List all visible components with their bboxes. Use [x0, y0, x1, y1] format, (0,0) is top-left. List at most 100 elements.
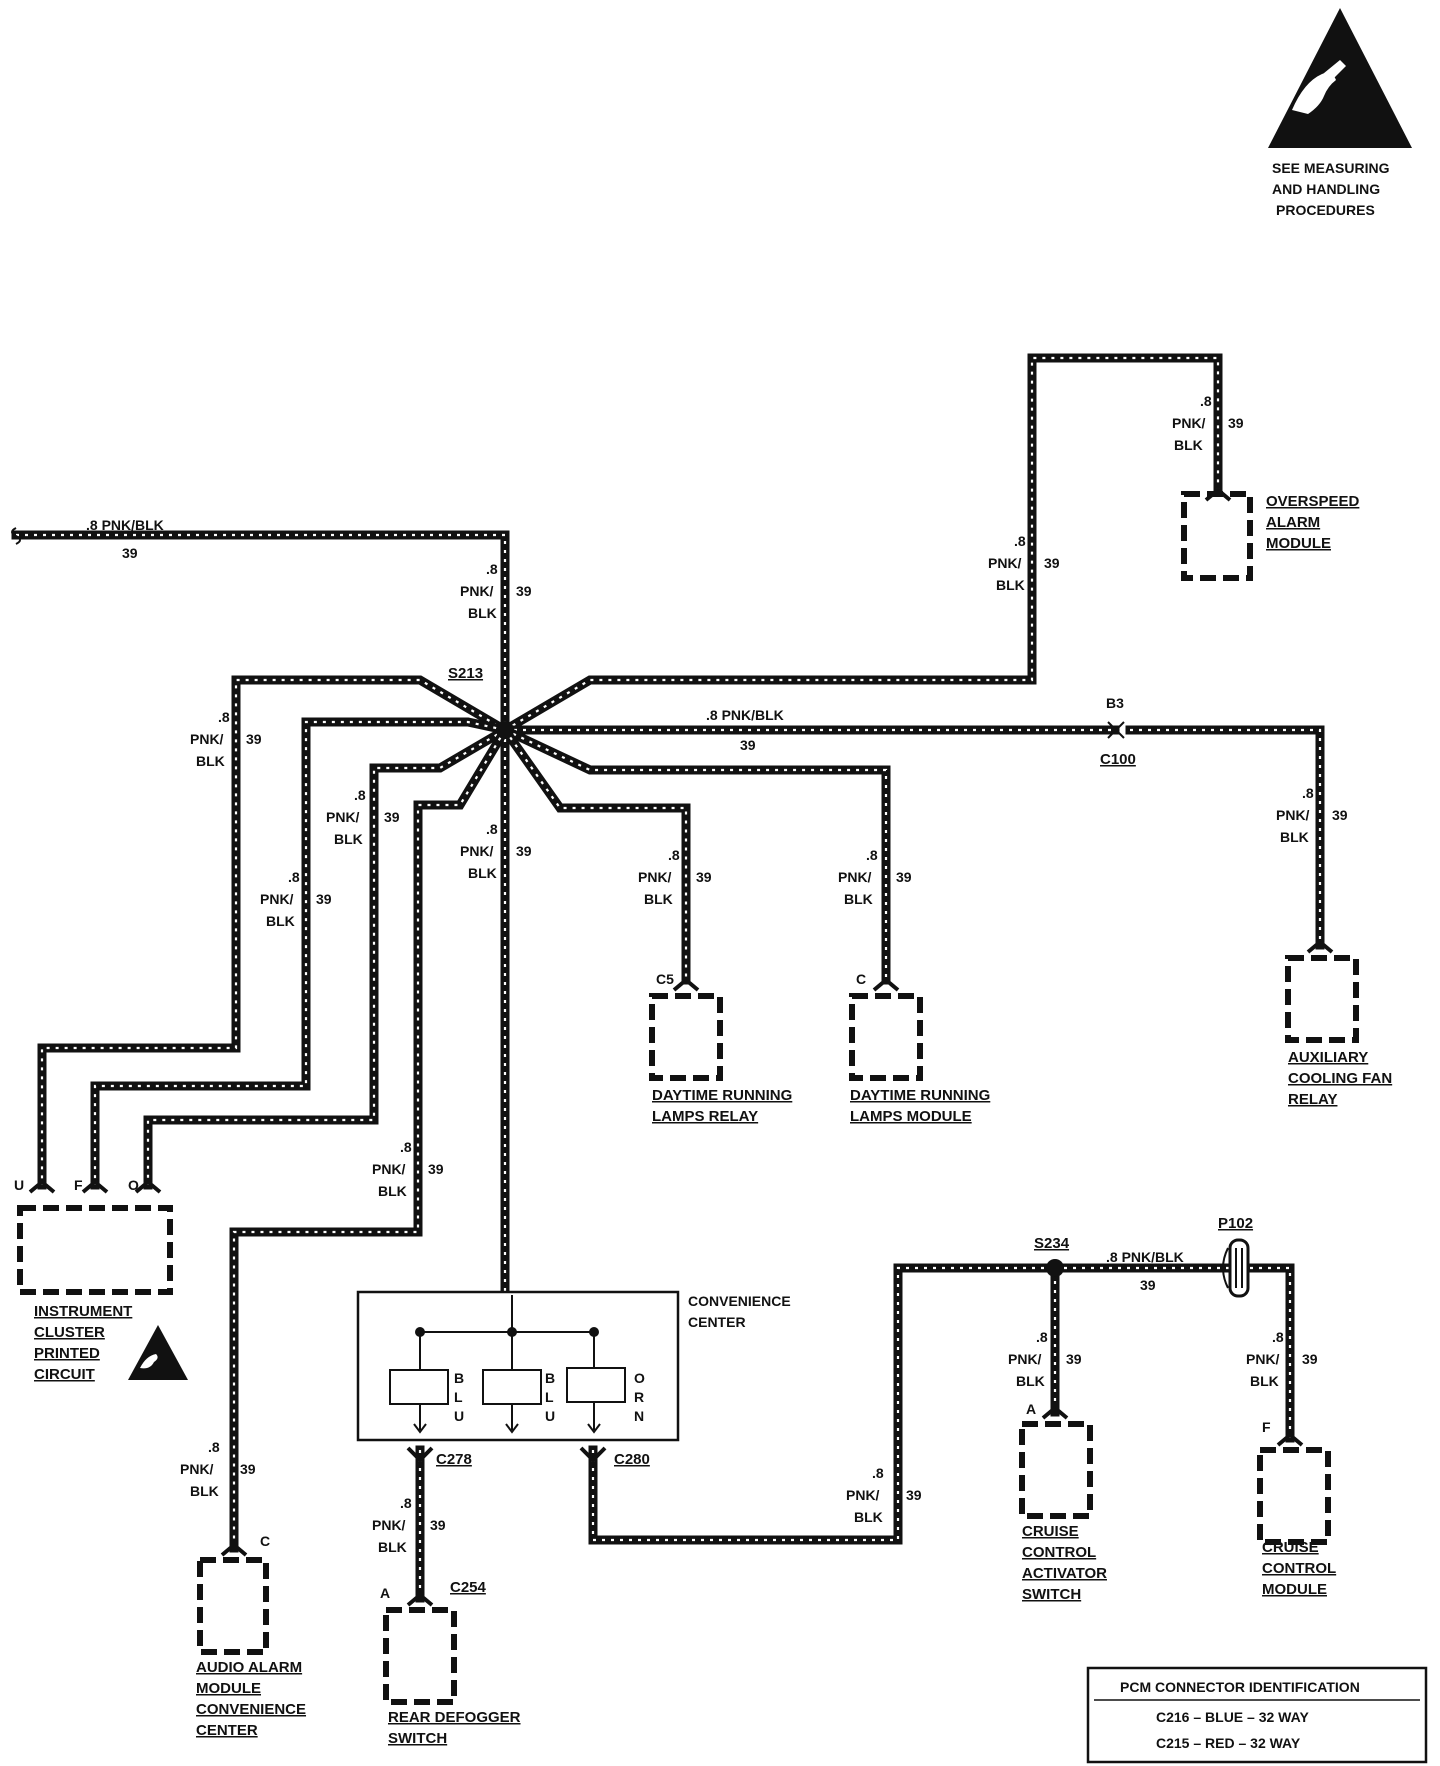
wire-color-cluster-f: PNK/ [260, 891, 294, 907]
audio-alarm-label-1: AUDIO ALARM [196, 1659, 302, 1676]
label-c100: C100 [1100, 751, 1136, 768]
relay-3-color-o: O [634, 1370, 645, 1386]
wire-label-input: .8 PNK/BLK [86, 517, 164, 533]
wire-circuit-audio-1: 39 [428, 1161, 444, 1177]
esd-warning-icon [1268, 8, 1412, 148]
cruise-switch-label-4: SWITCH [1022, 1586, 1081, 1603]
rear-defogger-label-2: SWITCH [388, 1730, 447, 1747]
wire-circuit-defogger: 39 [430, 1517, 446, 1533]
wire-size-overspeed-1: .8 [1014, 533, 1026, 549]
wire-size-aux-fan-v: .8 [1302, 785, 1314, 801]
label-cruise-switch-pin: A [1026, 1401, 1036, 1417]
wire-color-overspeed-2: PNK/ [1172, 415, 1206, 431]
wire-overspeed [498, 353, 1223, 737]
label-b3: B3 [1106, 695, 1124, 711]
overspeed-alarm-module-box [1181, 491, 1253, 581]
label-c5: C5 [656, 971, 674, 987]
cluster-label-4: CIRCUIT [34, 1366, 95, 1383]
wire-circuit-overspeed-1: 39 [1044, 555, 1060, 571]
wire-color-input-v: PNK/ [460, 583, 494, 599]
audio-alarm-box [197, 1557, 269, 1655]
cruise-module-label-3: MODULE [1262, 1581, 1327, 1598]
wire-circuit-cruise-switch: 39 [1066, 1351, 1082, 1367]
label-rear-defogger-pin: A [380, 1585, 390, 1601]
aux-fan-label-2: COOLING FAN [1288, 1070, 1392, 1087]
label-drl-module-pin: C [856, 971, 866, 987]
relay-2-color-b: B [545, 1370, 555, 1386]
wire-circuit-overspeed-2: 39 [1228, 415, 1244, 431]
relay-1-color-l: L [454, 1389, 463, 1405]
wire-label-aux-fan: .8 PNK/BLK [706, 707, 784, 723]
cruise-switch-box [1019, 1421, 1093, 1519]
cruise-module-label-2: CONTROL [1262, 1560, 1336, 1577]
wire-drl-module [499, 724, 891, 985]
aux-fan-label-3: RELAY [1288, 1091, 1337, 1108]
cluster-label-1: INSTRUMENT [34, 1303, 132, 1320]
wire-color-drl-relay: PNK/ [638, 869, 672, 885]
wire-size-overspeed-2: .8 [1200, 393, 1212, 409]
wire-color2-input-v: BLK [468, 605, 497, 621]
pcm-table-row-2: C215 – RED – 32 WAY [1156, 1735, 1301, 1751]
wire-color2-drl-relay: BLK [644, 891, 673, 907]
wire-color2-drl-module: BLK [844, 891, 873, 907]
wire-size-audio-1: .8 [400, 1139, 412, 1155]
label-s234: S234 [1034, 1235, 1070, 1252]
wire-size-cluster-f: .8 [288, 869, 300, 885]
convenience-center-label-2: CENTER [688, 1314, 746, 1330]
wire-color-cluster-o: PNK/ [326, 809, 360, 825]
wire-color-audio-1: PNK/ [372, 1161, 406, 1177]
convenience-center-box [356, 1290, 680, 1442]
wire-size-c280: .8 [872, 1465, 884, 1481]
wire-circuit-cluster-o: 39 [384, 809, 400, 825]
wire-color-drl-module: PNK/ [838, 869, 872, 885]
wire-color2-defogger: BLK [378, 1539, 407, 1555]
label-c254: C254 [450, 1579, 487, 1596]
label-cluster-pin-f: F [74, 1177, 83, 1193]
pcm-table-title: PCM CONNECTOR IDENTIFICATION [1120, 1679, 1360, 1695]
label-cruise-module-pin: F [1262, 1419, 1271, 1435]
cluster-label-3: PRINTED [34, 1345, 100, 1362]
wire-label-s234: .8 PNK/BLK [1106, 1249, 1184, 1265]
wire-color2-aux-fan-v: BLK [1280, 829, 1309, 845]
label-audio-alarm-pin: C [260, 1533, 270, 1549]
wire-color-overspeed-1: PNK/ [988, 555, 1022, 571]
wire-cluster-f [90, 717, 511, 1190]
wire-circuit-cruise-module: 39 [1302, 1351, 1318, 1367]
wire-size-cluster-o: .8 [354, 787, 366, 803]
wire-color-cruise-switch: PNK/ [1008, 1351, 1042, 1367]
drl-module-label-2: LAMPS MODULE [850, 1108, 972, 1125]
splice-s213 [496, 721, 514, 739]
wire-color2-overspeed-1: BLK [996, 577, 1025, 593]
esd-notice-line-3: PROCEDURES [1276, 202, 1375, 218]
wire-color2-cluster-u: BLK [196, 753, 225, 769]
rear-defogger-label-1: REAR DEFOGGER [388, 1709, 521, 1726]
wire-color-convenience: PNK/ [460, 843, 494, 859]
cruise-module-label-1: CRUISE [1262, 1539, 1319, 1556]
cruise-switch-label-1: CRUISE [1022, 1523, 1079, 1540]
wire-circuit-audio-2: 39 [240, 1461, 256, 1477]
relay-3-color-n: N [634, 1408, 644, 1424]
wire-circuit-aux-fan-v: 39 [1332, 807, 1348, 823]
wire-group [11, 353, 1325, 1603]
wire-color2-audio-1: BLK [378, 1183, 407, 1199]
drl-relay-label-1: DAYTIME RUNNING [652, 1087, 792, 1104]
p102-connector-icon [1222, 1238, 1250, 1298]
wire-color2-convenience: BLK [468, 865, 497, 881]
cruise-switch-label-3: ACTIVATOR [1022, 1565, 1107, 1582]
wire-size-cluster-u: .8 [218, 709, 230, 725]
wire-circuit-drl-module: 39 [896, 869, 912, 885]
pcm-connector-table [1086, 1666, 1428, 1764]
wire-color2-c280: BLK [854, 1509, 883, 1525]
overspeed-label-2: ALARM [1266, 514, 1320, 531]
wire-color-cruise-module: PNK/ [1246, 1351, 1280, 1367]
wire-cluster-u [37, 675, 512, 1190]
drl-module-box [849, 993, 923, 1081]
drl-module-label-1: DAYTIME RUNNING [850, 1087, 990, 1104]
wire-circuit-convenience: 39 [516, 843, 532, 859]
relay-1-color-u: U [454, 1408, 464, 1424]
cruise-switch-label-2: CONTROL [1022, 1544, 1096, 1561]
instrument-cluster-box [17, 1205, 173, 1295]
label-s213: S213 [448, 665, 483, 682]
aux-fan-label-1: AUXILIARY [1288, 1049, 1368, 1066]
